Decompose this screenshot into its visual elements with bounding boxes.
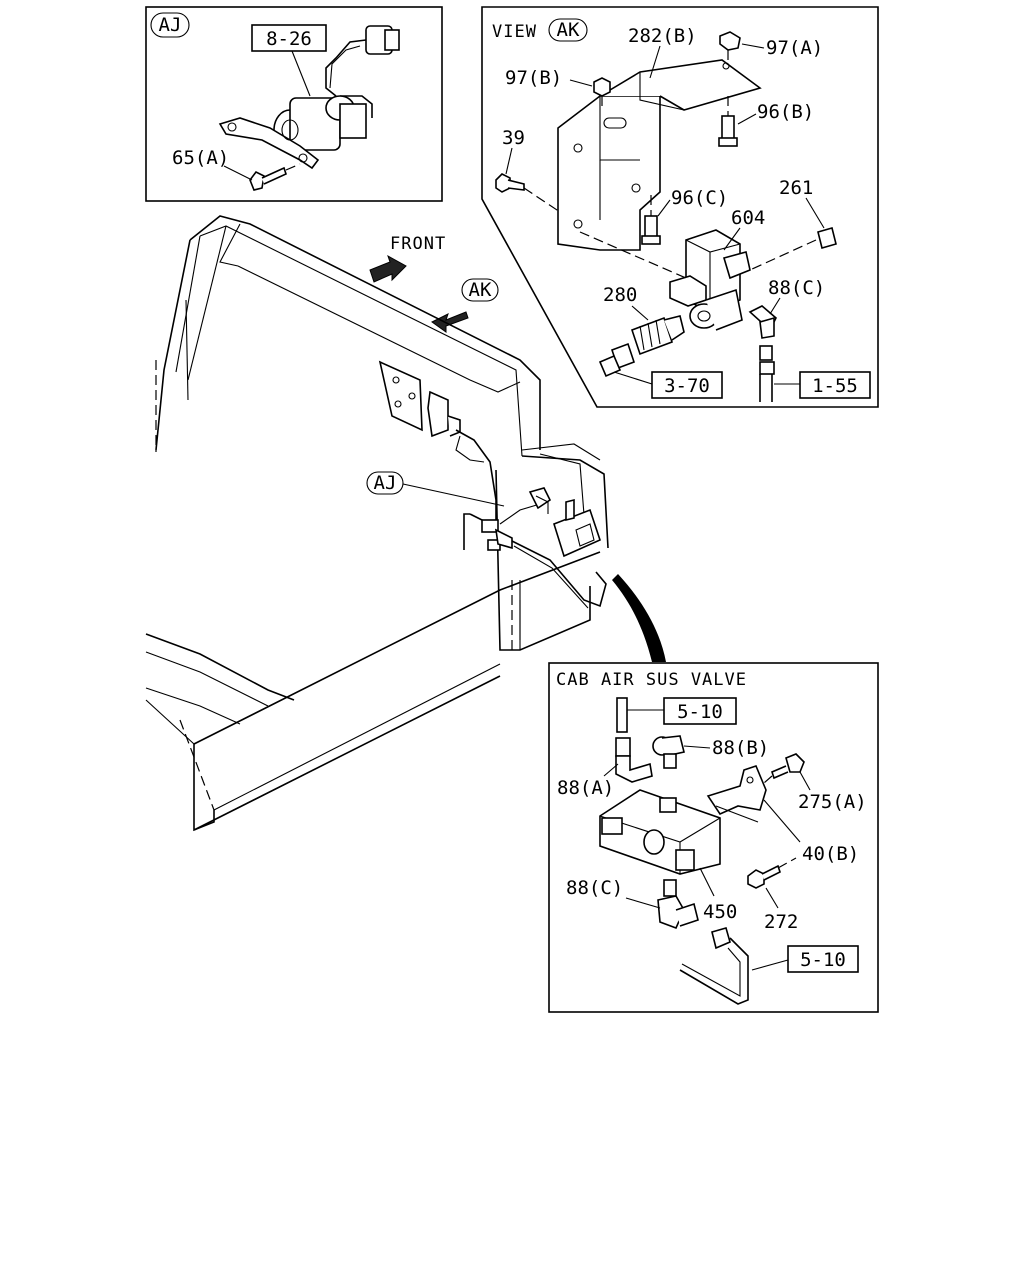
fasteners-drawing bbox=[495, 31, 741, 245]
inset-aj-panel: AJ 8-26 65(A) bbox=[145, 6, 443, 202]
valve-450-drawing bbox=[599, 789, 721, 875]
bolt-65a-drawing bbox=[249, 163, 301, 191]
inset-aj-ref-text: 8-26 bbox=[266, 28, 312, 50]
label-65a: 65(A) bbox=[172, 147, 229, 169]
fitting-280-drawing bbox=[598, 315, 685, 378]
inset-aj-tag-oval bbox=[150, 12, 190, 38]
main-ak-oval bbox=[461, 278, 499, 302]
label-96b: 96(B) bbox=[757, 101, 814, 123]
front-label: FRONT bbox=[390, 234, 446, 254]
label-88b: 88(B) bbox=[712, 737, 769, 759]
callout-pointer bbox=[612, 574, 666, 662]
inset-cab-title: CAB AIR SUS VALVE bbox=[556, 670, 747, 690]
ref-box-1-55 bbox=[799, 371, 871, 399]
inset-ak-frame bbox=[481, 6, 879, 408]
ref-5-10-bottom-text: 5-10 bbox=[800, 949, 846, 971]
main-aj-tag: AJ bbox=[374, 472, 397, 494]
elbow-88c-drawing bbox=[748, 305, 777, 402]
piping-drawing bbox=[455, 429, 607, 609]
main-view: FRONT AK bbox=[145, 215, 666, 832]
pipe-top-drawing bbox=[616, 697, 628, 733]
cab-frame-drawing bbox=[155, 215, 609, 651]
main-ak-tag: AK bbox=[469, 279, 492, 301]
bracket-drawing bbox=[557, 59, 762, 251]
valve-604-drawing bbox=[579, 229, 751, 331]
inset-ak-panel: VIEW AK bbox=[481, 6, 879, 408]
ref-5-10-top-text: 5-10 bbox=[677, 701, 723, 723]
label-604: 604 bbox=[731, 207, 765, 229]
ref-box-5-10-bottom bbox=[787, 945, 859, 973]
front-arrow bbox=[369, 254, 407, 283]
label-97a: 97(A) bbox=[766, 37, 823, 59]
inset-aj-ref-box bbox=[251, 24, 327, 52]
label-280: 280 bbox=[603, 284, 637, 306]
ref-box-3-70 bbox=[651, 371, 723, 399]
inset-aj-frame bbox=[145, 6, 443, 202]
elbow-88a-drawing bbox=[615, 737, 653, 783]
label-88c-cab: 88(C) bbox=[566, 877, 623, 899]
bracket-40b-drawing bbox=[706, 765, 767, 823]
label-96c: 96(C) bbox=[671, 187, 728, 209]
sensor-body-drawing bbox=[218, 95, 367, 170]
cross-member-drawing bbox=[145, 551, 601, 832]
cab-bracket-drawing bbox=[378, 360, 461, 438]
inset-ak-tag-oval bbox=[548, 18, 588, 42]
ref-1-55-text: 1-55 bbox=[812, 375, 858, 397]
inset-cab-frame bbox=[548, 662, 879, 1013]
main-aj-oval bbox=[366, 471, 404, 495]
label-40b: 40(B) bbox=[802, 843, 859, 865]
label-282b: 282(B) bbox=[628, 25, 697, 47]
ref-box-5-10-top bbox=[663, 697, 737, 725]
label-275a: 275(A) bbox=[798, 791, 867, 813]
label-88c-ak: 88(C) bbox=[768, 277, 825, 299]
inset-aj-tag: AJ bbox=[159, 14, 182, 36]
bolt-272-drawing bbox=[747, 857, 797, 889]
cab-valve-block-drawing bbox=[528, 487, 601, 558]
ref-3-70-text: 3-70 bbox=[664, 375, 710, 397]
label-261: 261 bbox=[779, 177, 813, 199]
plug-261-drawing bbox=[749, 227, 837, 271]
label-450: 450 bbox=[703, 901, 737, 923]
view-word: VIEW bbox=[492, 22, 537, 42]
inset-ak-tag: AK bbox=[557, 19, 580, 41]
label-39: 39 bbox=[502, 127, 525, 149]
label-88a: 88(A) bbox=[557, 777, 614, 799]
elbow-88b-drawing bbox=[652, 735, 685, 769]
ak-arrow bbox=[431, 311, 469, 333]
elbow-88c-cab-drawing bbox=[657, 879, 749, 1005]
label-272: 272 bbox=[764, 911, 798, 933]
label-97b: 97(B) bbox=[505, 67, 562, 89]
inset-cab-panel: CAB AIR SUS VALVE 5-10 bbox=[548, 662, 879, 1013]
connector-drawing bbox=[325, 25, 400, 118]
